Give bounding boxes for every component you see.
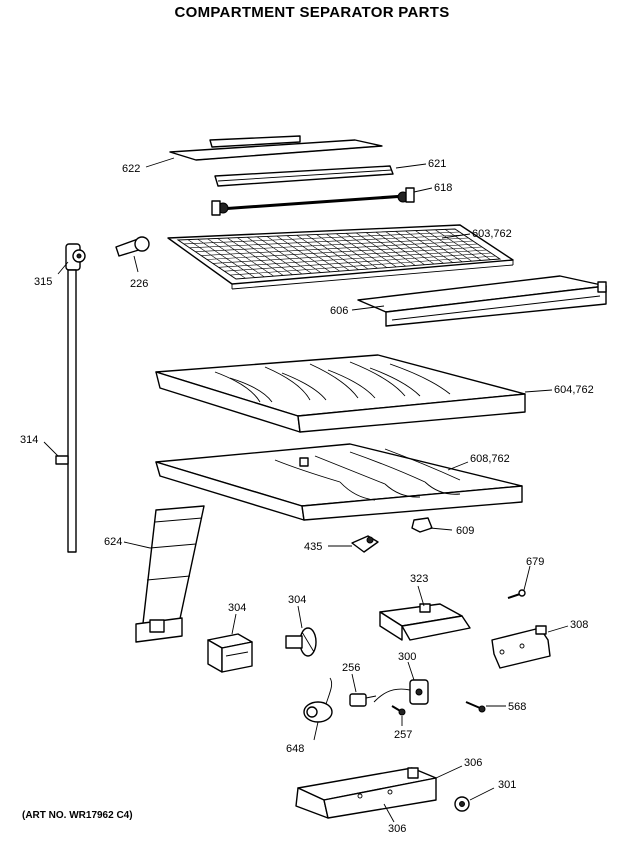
shelf-wire [195, 237, 469, 252]
callout-648: 648 [286, 743, 304, 755]
part-648-control [303, 677, 333, 723]
callout-624: 624 [104, 536, 122, 548]
part-618-rod [211, 187, 415, 216]
diagram-title: COMPARTMENT SEPARATOR PARTS [174, 4, 450, 21]
callout-679: 679 [526, 556, 544, 568]
leader-lines [43, 157, 569, 823]
callout-622: 622 [122, 163, 140, 175]
callout-304-left: 304 [228, 602, 246, 614]
part-308-plate [491, 625, 551, 669]
callout-608-762: 608,762 [470, 453, 510, 465]
callout-304-right: 304 [288, 594, 306, 606]
part-604-separator [155, 354, 526, 433]
callout-308: 308 [570, 619, 588, 631]
shelf-wire [218, 249, 487, 268]
shelf-wire [183, 231, 460, 245]
part-609-clip [411, 517, 433, 533]
callout-257: 257 [394, 729, 412, 741]
callout-315: 315 [34, 276, 52, 288]
callout-306-bottom: 306 [388, 823, 406, 835]
callout-568: 568 [508, 701, 526, 713]
art-number: (ART NO. WR17962 C4) [22, 810, 133, 821]
part-622-cover [169, 135, 383, 161]
callout-226: 226 [130, 278, 148, 290]
callout-603-762: 603,762 [472, 228, 512, 240]
shelf-wire [212, 246, 483, 264]
part-608-separator [155, 443, 523, 521]
callout-618: 618 [434, 182, 452, 194]
part-314-rod [55, 269, 77, 553]
part-621-rail [214, 165, 394, 187]
callout-609: 609 [456, 525, 474, 537]
part-300-thermostat [373, 679, 429, 705]
callout-301: 301 [498, 779, 516, 791]
callout-435: 435 [304, 541, 322, 553]
callout-604-762: 604,762 [554, 384, 594, 396]
part-435-knob [351, 535, 379, 553]
part-301-nut [454, 796, 470, 812]
shelf-wire [201, 240, 474, 256]
callout-606: 606 [330, 305, 348, 317]
part-603-wire-shelf [167, 224, 514, 290]
shelf-wire [230, 255, 496, 276]
part-315-hinge [65, 243, 86, 271]
part-568-screw [465, 701, 486, 713]
callout-256: 256 [342, 662, 360, 674]
part-304-knob-right [285, 627, 317, 657]
callout-306-top: 306 [464, 757, 482, 769]
part-606-trim [357, 275, 607, 327]
part-256-switch [349, 693, 377, 707]
part-679-screw [507, 589, 526, 599]
shelf-wire [206, 243, 478, 260]
callout-621: 621 [428, 158, 446, 170]
shelf-wire [189, 234, 465, 249]
part-306-bracket [295, 767, 437, 819]
callout-314: 314 [20, 434, 38, 446]
callout-300: 300 [398, 651, 416, 663]
part-304-block-left [207, 633, 253, 673]
shelf-wire [224, 252, 492, 272]
callout-323: 323 [410, 573, 428, 585]
part-226-pin [115, 236, 150, 257]
part-257-screw [391, 705, 406, 716]
part-323-housing [379, 603, 471, 641]
part-624-bracket [135, 505, 205, 643]
